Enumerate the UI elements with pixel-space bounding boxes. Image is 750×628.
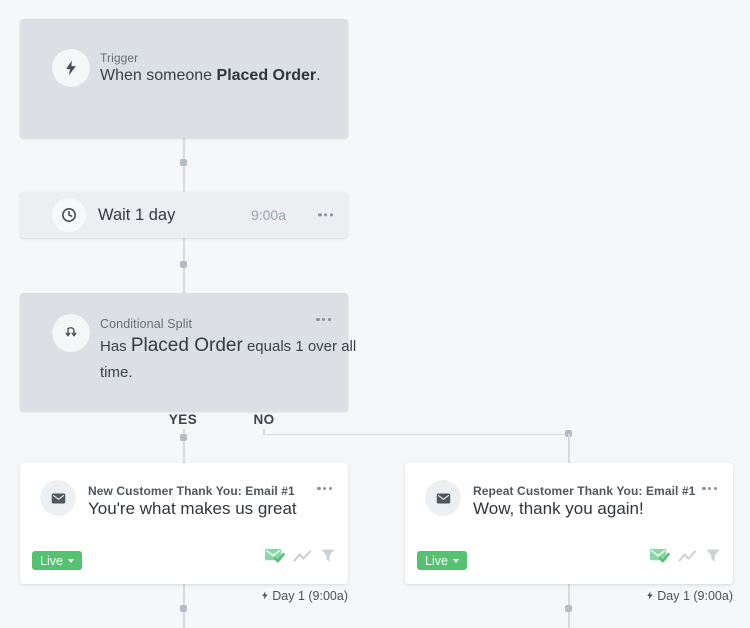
caret-down-icon — [67, 558, 74, 563]
email-schedule: Day 1 (9:00a) — [405, 589, 733, 603]
trigger-label: Trigger — [100, 51, 139, 65]
email-node-repeat-customer[interactable]: Repeat Customer Thank You: Email #1 Wow,… — [405, 463, 733, 584]
live-status-label: Live — [425, 553, 448, 568]
envelope-icon — [425, 480, 461, 516]
email-subject: You're what makes us great — [88, 499, 297, 518]
filter-icon[interactable] — [320, 548, 336, 569]
connector-dot — [180, 434, 187, 441]
split-sentence: Has Placed Order equals 1 over all time. — [100, 335, 357, 381]
branch-label-no: NO — [253, 412, 275, 427]
live-status-dropdown[interactable]: Live — [417, 551, 467, 570]
envelope-icon — [40, 480, 76, 516]
connector-dot — [565, 430, 572, 437]
connector-dot — [180, 159, 187, 166]
connector-dot — [565, 605, 572, 612]
split-label: Conditional Split — [100, 317, 193, 331]
trigger-sentence: When someone Placed Order. — [100, 67, 321, 84]
connector-no-branch-across — [263, 433, 569, 435]
connector-no-branch-down — [263, 429, 265, 435]
wait-node[interactable]: Wait 1 day 9:00a — [20, 192, 348, 238]
branch-label-yes: YES — [168, 412, 198, 427]
email-subject: Wow, thank you again! — [473, 499, 644, 518]
overflow-menu-icon[interactable] — [315, 210, 336, 219]
flash-icon — [647, 591, 653, 600]
analytics-icon[interactable] — [293, 548, 312, 569]
connector-yes-branch — [183, 429, 185, 463]
clock-icon — [52, 198, 86, 232]
trigger-metric: Placed Order — [216, 67, 317, 84]
connector-no-branch-into-card — [568, 434, 570, 463]
overflow-menu-icon[interactable] — [313, 315, 334, 324]
flash-icon — [262, 591, 268, 600]
wait-title: Wait 1 day — [98, 206, 176, 224]
connector-dot — [180, 261, 187, 268]
overflow-menu-icon[interactable] — [314, 484, 335, 493]
email-sent-icon[interactable] — [649, 546, 670, 570]
analytics-icon[interactable] — [678, 548, 697, 569]
wait-time: 9:00a — [250, 207, 286, 223]
connector-dot — [180, 605, 187, 612]
split-icon — [52, 314, 90, 352]
conditional-split-node[interactable]: Conditional Split Has Placed Order equal… — [20, 293, 356, 411]
email-schedule: Day 1 (9:00a) — [20, 589, 348, 603]
live-status-dropdown[interactable]: Live — [32, 551, 82, 570]
trigger-node[interactable]: Trigger When someone Placed Order. — [20, 19, 348, 138]
filter-icon[interactable] — [705, 548, 721, 569]
live-status-label: Live — [40, 553, 63, 568]
split-metric: Placed Order — [130, 335, 243, 356]
caret-down-icon — [452, 558, 459, 563]
email-sent-icon[interactable] — [264, 546, 285, 570]
email-title: New Customer Thank You: Email #1 — [88, 484, 295, 498]
email-title: Repeat Customer Thank You: Email #1 — [473, 484, 696, 498]
email-node-new-customer[interactable]: New Customer Thank You: Email #1 You're … — [20, 463, 348, 584]
lightning-icon — [52, 49, 90, 87]
overflow-menu-icon[interactable] — [699, 484, 720, 493]
